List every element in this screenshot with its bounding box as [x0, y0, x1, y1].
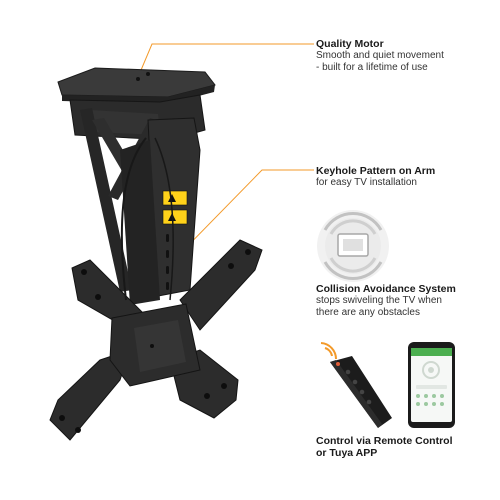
feature-description: Smooth and quiet movement - built for a … — [316, 50, 444, 73]
warning-label — [162, 190, 188, 206]
vesa-arm-top-right — [179, 239, 263, 331]
feature-title: Control via Remote Control or Tuya APP — [316, 435, 453, 459]
vesa-center-inset — [134, 320, 186, 372]
plate-hole — [136, 77, 140, 81]
keyhole-slots — [166, 234, 169, 290]
smartphone-app-icon — [408, 342, 455, 428]
arm-side — [120, 140, 160, 305]
feature-quality-motor: Quality Motor Smooth and quiet movement … — [316, 38, 496, 74]
warning-triangle-icon — [168, 194, 176, 202]
arm-left — [80, 108, 132, 292]
feature-keyhole-pattern: Keyhole Pattern on Arm for easy TV insta… — [316, 165, 496, 189]
feature-remote-app-control: Control via Remote Control or Tuya APP — [316, 435, 496, 459]
remote-control-icon — [330, 356, 392, 428]
feature-collision-avoidance: Collision Avoidance System stops swiveli… — [316, 283, 496, 319]
feature-description: for easy TV installation — [316, 177, 417, 188]
feature-title: Collision Avoidance System — [316, 283, 456, 295]
cable — [154, 137, 174, 301]
feature-title: Quality Motor — [316, 38, 384, 50]
warning-label — [162, 209, 188, 225]
vesa-holes — [59, 249, 251, 433]
callout-line-keyhole — [171, 169, 314, 263]
cable — [120, 137, 147, 301]
feature-title: Keyhole Pattern on Arm — [316, 165, 436, 177]
feature-description: stops swiveling the TV when there are an… — [316, 295, 442, 318]
tv-mount — [49, 67, 263, 441]
plate-hole — [146, 72, 150, 76]
wireless-signal-icon — [320, 342, 338, 360]
collision-sensor-icon — [317, 210, 389, 282]
